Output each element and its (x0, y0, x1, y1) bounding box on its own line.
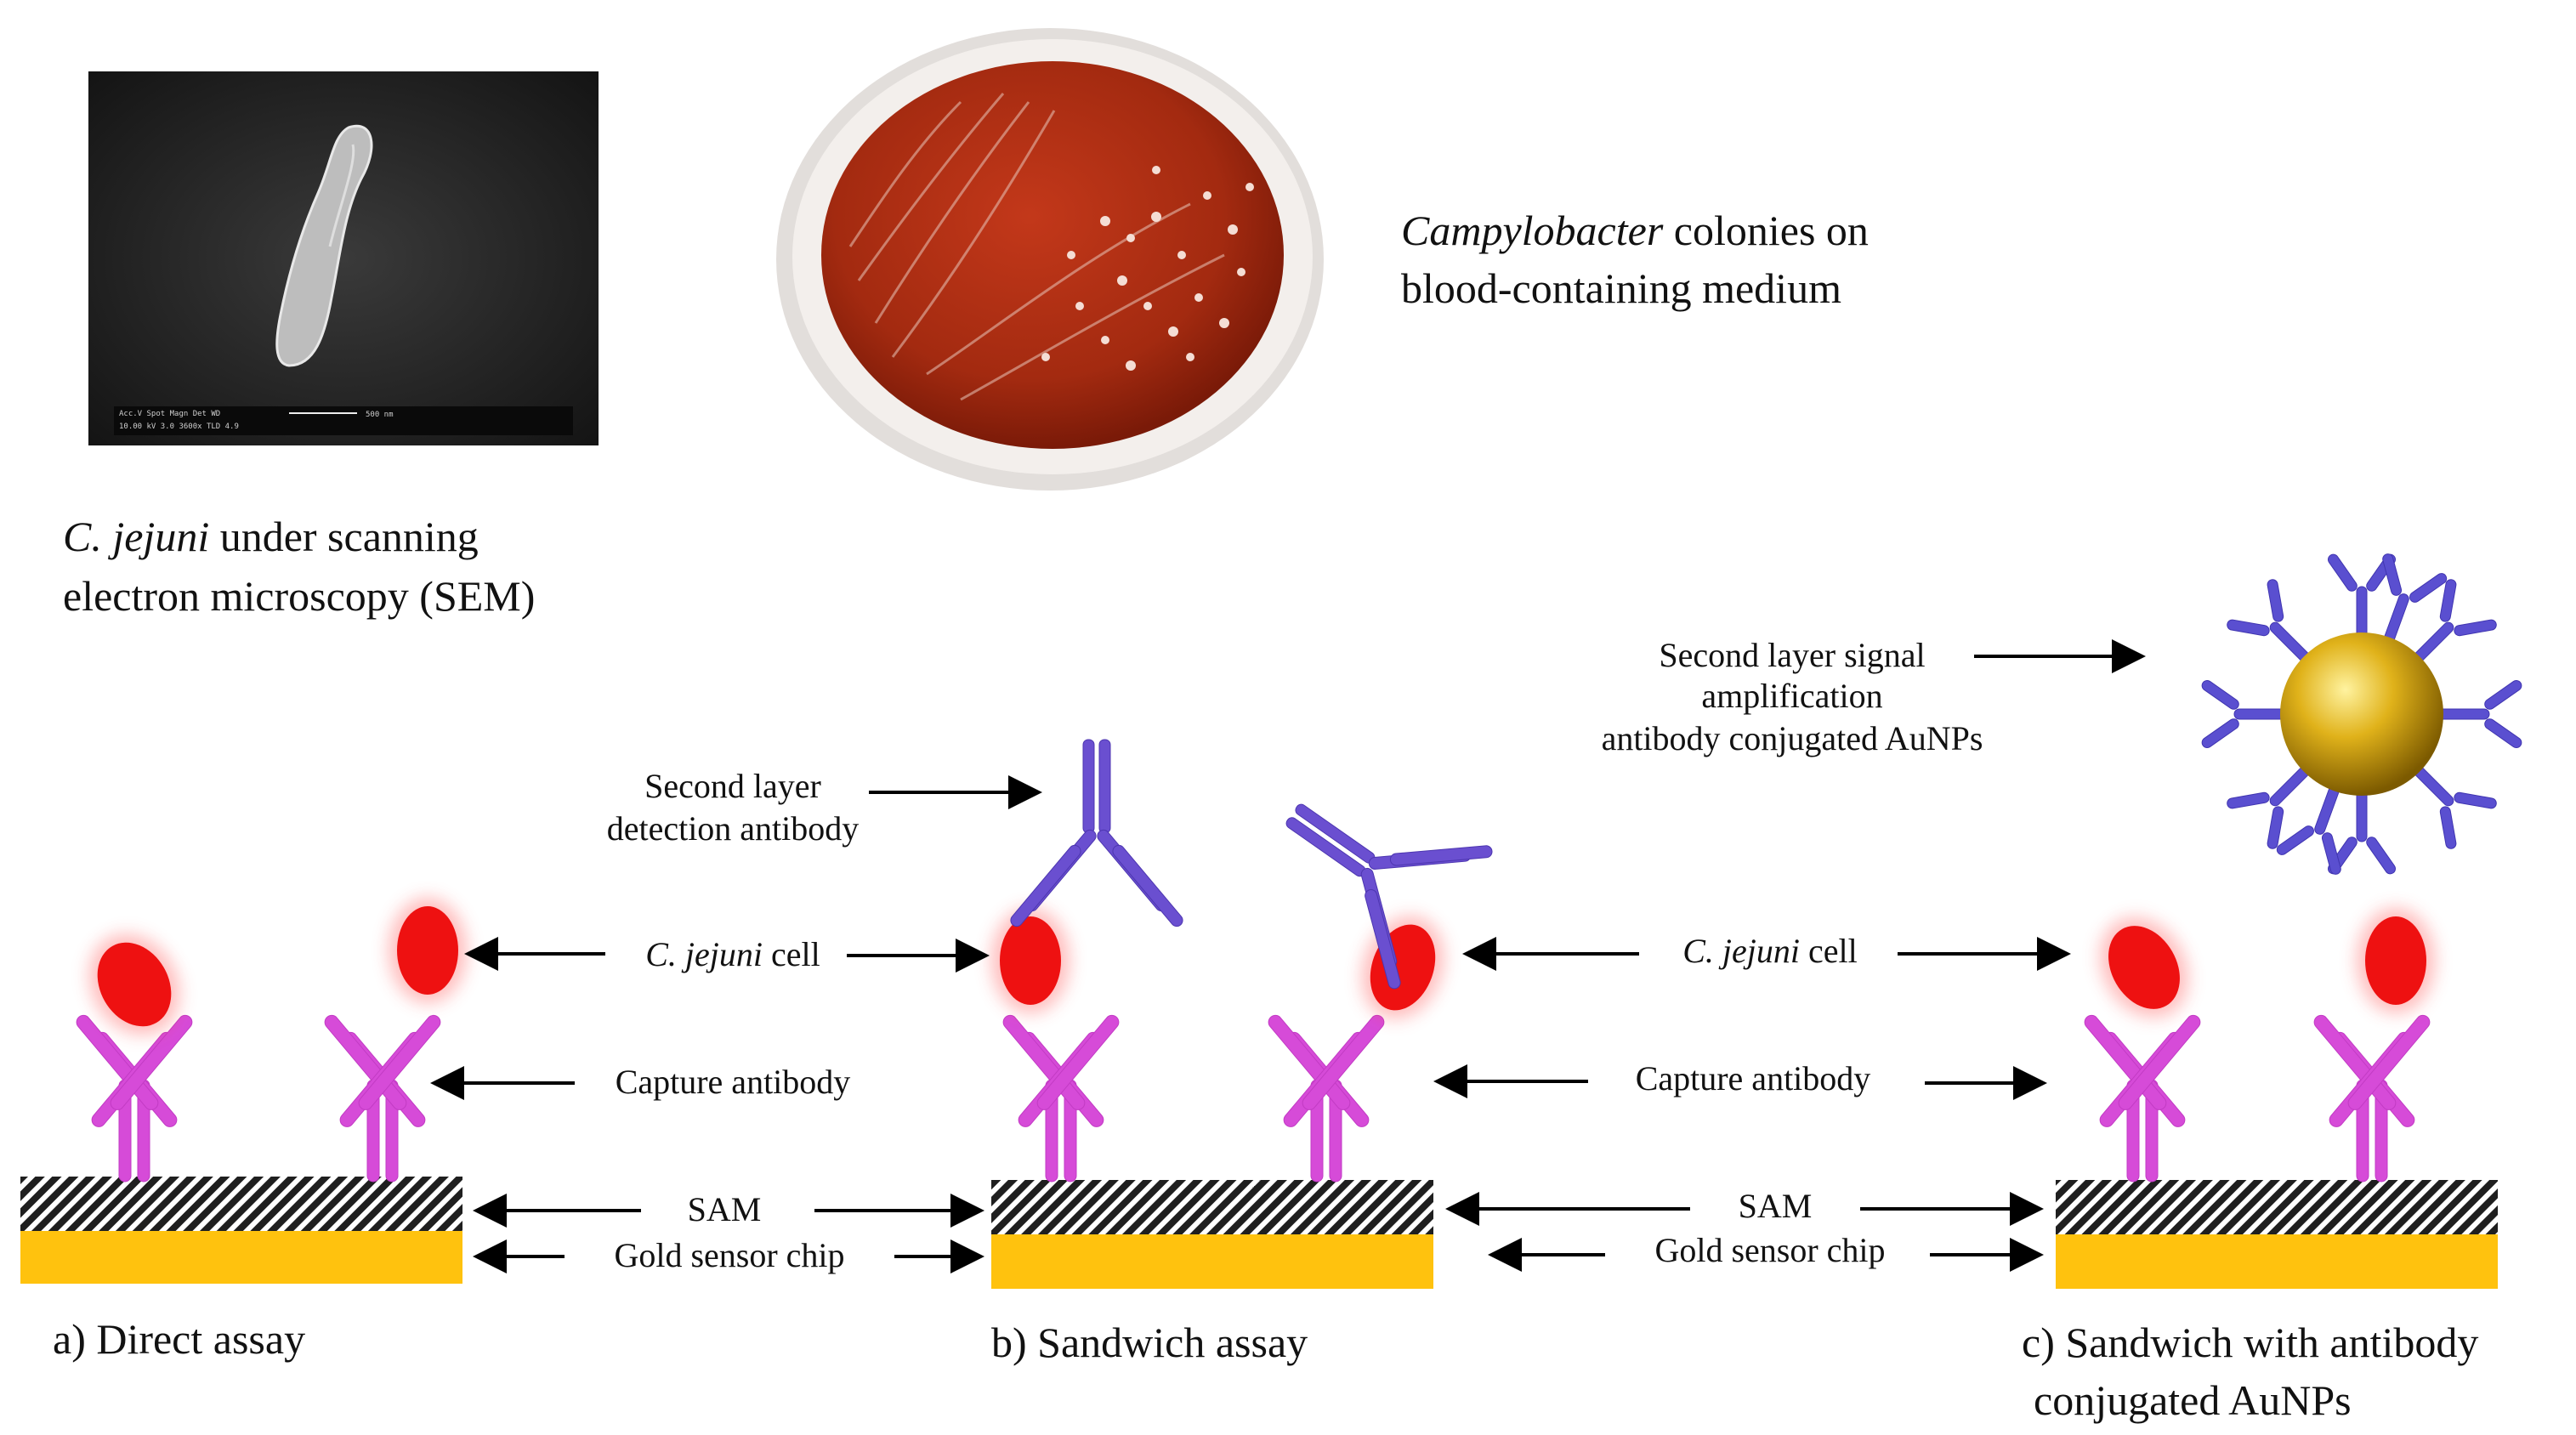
capture-antibody-b2 (1265, 1012, 1387, 1183)
capture-antibody-a1 (73, 1012, 196, 1183)
signal-label-line1: Second layer signal (1659, 636, 1925, 674)
cell-label-left-rest: cell (763, 935, 820, 973)
gold-label-left: Gold sensor chip (614, 1236, 844, 1274)
sem-image: Acc.V Spot Magn Det WD 10.00 kV 3.0 3600… (88, 71, 599, 445)
capture-antibody-b1 (1000, 1012, 1122, 1183)
detection-label-line1: Second layer (644, 767, 821, 805)
label-capture-left: Capture antibody (430, 1063, 851, 1101)
label-gold-right: Gold sensor chip (1488, 1231, 2044, 1272)
sam-label-left: SAM (688, 1190, 762, 1228)
label-sam-right: SAM (1445, 1187, 2044, 1226)
label-capture-right: Capture antibody (1433, 1059, 2047, 1100)
detection-antibody-b1 (1007, 739, 1186, 929)
sam-layer-c (2056, 1180, 2498, 1234)
cell-label-left-italic: C. jejuni (645, 935, 763, 973)
plate-caption-italic: Campylobacter (1401, 207, 1664, 254)
label-second-layer-signal: Second layer signal amplification antibo… (1602, 636, 2146, 757)
panel-a-caption: a) Direct assay (53, 1315, 305, 1363)
sem-caption-line1: C. jejuni under scanning (63, 513, 479, 560)
plate-caption-line2: blood-containing medium (1401, 264, 1841, 312)
cell-a1 (88, 933, 180, 1035)
label-cell-left: C. jejuni cell (464, 935, 990, 973)
label-sam-left: SAM (473, 1190, 984, 1228)
cell-a2 (389, 898, 467, 1003)
label-second-layer-detection: Second layer detection antibody (607, 767, 1042, 848)
sem-scale-label: 500 nm (366, 411, 394, 419)
capture-label-right: Capture antibody (1636, 1059, 1871, 1098)
cell-b2 (1361, 916, 1444, 1019)
chip-b (991, 1180, 1433, 1289)
gold-nanoparticle (2280, 632, 2443, 796)
gold-chip-c (2056, 1234, 2498, 1289)
signal-label-line2: amplification (1701, 677, 1882, 715)
chip-a (20, 1177, 462, 1284)
cell-c1 (2100, 917, 2188, 1018)
cell-label-right: C. jejuni cell (1682, 932, 1858, 970)
capture-antibody-c1 (2081, 1012, 2204, 1183)
aunp-conjugate (2199, 549, 2524, 879)
panel-c-caption-line2: conjugated AuNPs (2034, 1376, 2352, 1424)
plate-caption-line1: Campylobacter colonies on (1401, 207, 1869, 254)
label-gold-left: Gold sensor chip (473, 1236, 984, 1274)
cells (88, 898, 2435, 1035)
sam-layer-a (20, 1177, 462, 1231)
capture-label-left: Capture antibody (616, 1063, 851, 1101)
chip-c (2056, 1180, 2498, 1289)
cell-label-right-italic: C. jejuni (1682, 932, 1800, 970)
capture-antibody-c2 (2311, 1012, 2433, 1183)
detection-label-line2: detection antibody (607, 809, 860, 848)
gold-chip-b (991, 1234, 1433, 1289)
panel-b-caption: b) Sandwich assay (991, 1319, 1308, 1366)
sem-scalebar-row2: 10.00 kV 3.0 3600x TLD 4.9 (119, 423, 239, 431)
cell-label-left: C. jejuni cell (645, 935, 820, 973)
sam-layer-b (991, 1180, 1433, 1234)
cell-c2 (2357, 908, 2435, 1013)
signal-label-line3: antibody conjugated AuNPs (1602, 719, 1983, 757)
sem-scalebar-row1: Acc.V Spot Magn Det WD (119, 410, 220, 418)
gold-chip-a (20, 1231, 462, 1284)
capture-antibody-a2 (321, 1012, 444, 1183)
agar-plate-image (776, 28, 1324, 491)
panel-c-caption-line1: c) Sandwich with antibody (2022, 1319, 2478, 1366)
sem-caption-italic: C. jejuni (63, 513, 209, 560)
label-cell-right: C. jejuni cell (1462, 932, 2071, 971)
plate-caption-rest: colonies on (1663, 207, 1869, 254)
sem-caption-line2: electron microscopy (SEM) (63, 572, 535, 620)
gold-label-right: Gold sensor chip (1654, 1231, 1885, 1269)
sem-caption-rest: under scanning (209, 513, 479, 560)
sam-label-right: SAM (1739, 1187, 1813, 1225)
cell-b1 (991, 908, 1070, 1013)
cell-label-right-rest: cell (1800, 932, 1858, 970)
